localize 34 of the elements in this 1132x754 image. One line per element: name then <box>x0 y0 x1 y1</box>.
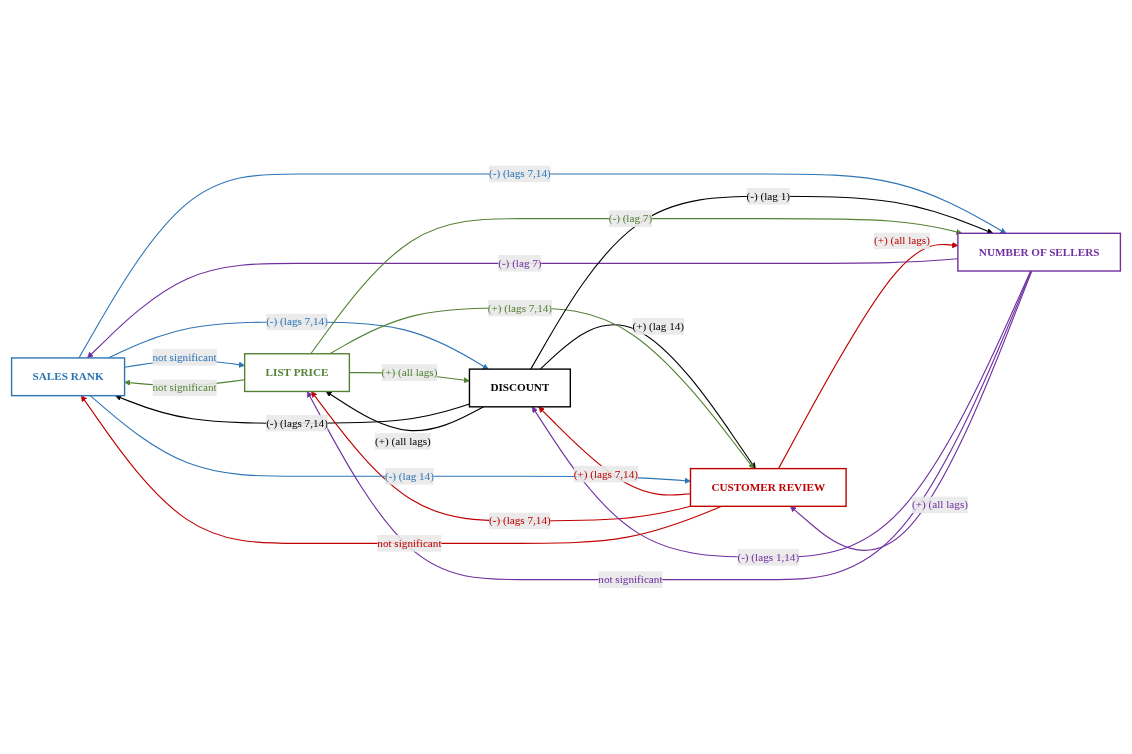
edge-label: not significant <box>598 573 663 586</box>
arrow <box>539 324 756 470</box>
edge-label: (+) (all lags) <box>874 234 930 247</box>
edge-label: (-) (lag 1) <box>746 190 790 203</box>
arrow <box>306 270 1032 581</box>
node-box: NUMBER OF SELLERS <box>957 232 1122 272</box>
edge-label: (-) (lags 1,14) <box>737 551 800 564</box>
edge-label: not significant <box>152 351 217 364</box>
edge-label: (-) (lag 7) <box>608 212 653 225</box>
edge-label: (+) (all lags) <box>912 498 968 511</box>
edge-label: (-) (lags 7,14) <box>489 167 551 180</box>
edge-label: (+) (lags 7,14) <box>487 301 553 314</box>
node-box: LIST PRICE <box>243 353 351 393</box>
edge-label: (+) (all lags) <box>381 366 438 379</box>
node-box: DISCOUNT <box>468 368 572 408</box>
edge-label: not significant <box>377 537 442 550</box>
edge-label: (-) (lag 14) <box>384 470 434 483</box>
arrow <box>329 307 755 470</box>
edge-label: (+) (lags 7,14) <box>573 467 639 480</box>
edge-label: (-) (lags 7,14) <box>266 417 328 430</box>
edge-label: (-) (lags 7,14) <box>489 514 551 527</box>
arrow <box>530 195 994 370</box>
edge-label: (-) (lag 7) <box>498 257 542 270</box>
node-box: SALES RANK <box>10 357 126 397</box>
edge-label: (+) (lag 14) <box>632 320 685 333</box>
arrow <box>78 173 1007 359</box>
edge-label: (-) (lags 7,14) <box>266 315 328 328</box>
arrow <box>310 218 963 355</box>
edge-label: (+) (all lags) <box>374 435 431 448</box>
edge-label: not significant <box>152 381 217 394</box>
node-box: CUSTOMER REVIEW <box>689 468 847 508</box>
arrow <box>311 391 692 522</box>
arrow <box>790 270 1033 552</box>
arrow <box>531 270 1032 559</box>
